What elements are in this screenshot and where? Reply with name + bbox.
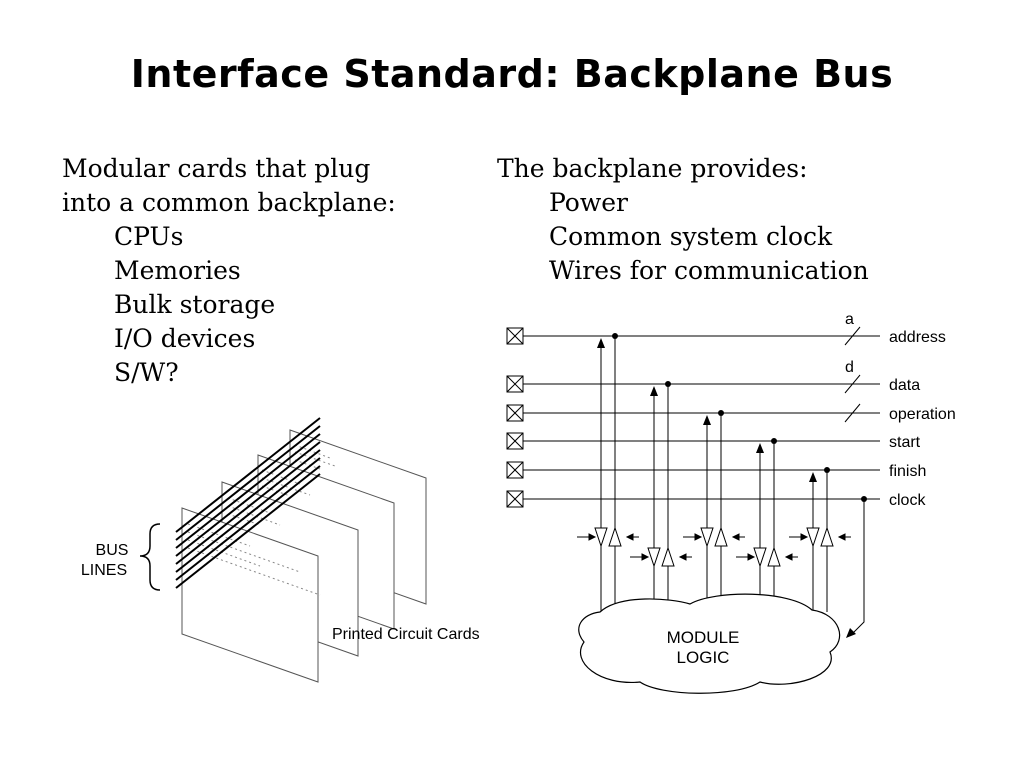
left-item-io-devices: I/O devices [114, 324, 256, 353]
bus-lines-label-1: BUS [96, 542, 129, 559]
width-mark-a: a [845, 311, 854, 328]
signal-label-address: address [889, 329, 946, 346]
left-text-block: Modular cards that plug into a common ba… [62, 152, 396, 390]
driver-pair-5 [789, 526, 851, 548]
module-logic-cloud [578, 593, 841, 694]
terminator-data [506, 375, 524, 393]
terminator-clock [506, 490, 524, 508]
left-intro-line-1: Modular cards that plug [62, 154, 371, 183]
left-item-cpus: CPUs [114, 222, 184, 251]
circuit-card-1 [181, 507, 319, 683]
driver-pair-4 [736, 546, 798, 568]
signal-labels: address data operation start finish cloc… [889, 329, 956, 509]
right-item-power: Power [549, 188, 629, 217]
right-text-block: The backplane provides: Power Common sys… [497, 152, 869, 288]
printed-circuit-cards-label: Printed Circuit Cards [332, 626, 480, 643]
circuit-cards [181, 429, 427, 683]
signal-taps [600, 337, 865, 635]
bus-lines [175, 417, 321, 589]
terminator-operation [506, 404, 524, 422]
bus-lines-label-2: LINES [81, 562, 127, 579]
right-item-wires: Wires for communication [549, 256, 869, 285]
signal-label-clock: clock [889, 492, 926, 509]
tri-state-drivers [577, 526, 851, 568]
left-intro-line-2: into a common backplane: [62, 188, 396, 217]
driver-pair-3 [683, 526, 745, 548]
width-mark-d: d [845, 359, 854, 376]
left-item-memories: Memories [114, 256, 241, 285]
terminator-start [506, 432, 524, 450]
driver-pair-1 [577, 526, 639, 548]
module-logic-label-1: MODULE [667, 628, 740, 647]
signal-label-finish: finish [889, 463, 926, 480]
left-item-software: S/W? [114, 358, 179, 387]
right-intro: The backplane provides: [497, 154, 808, 183]
line-terminators [506, 327, 524, 508]
tap-dots [612, 333, 867, 502]
bus-width-slashes [844, 326, 861, 423]
terminator-address [506, 327, 524, 345]
slide-title: Interface Standard: Backplane Bus [130, 52, 894, 96]
right-item-clock: Common system clock [549, 222, 833, 251]
terminator-finish [506, 461, 524, 479]
driver-pair-2 [630, 546, 692, 568]
tap-arrows [597, 338, 856, 638]
signal-lines [523, 335, 880, 500]
signal-label-start: start [889, 434, 921, 451]
signal-label-operation: operation [889, 406, 956, 423]
module-logic-label-2: LOGIC [677, 648, 730, 667]
left-item-bulk-storage: Bulk storage [114, 290, 276, 319]
bus-lines-brace [139, 523, 161, 591]
card-traces [187, 444, 336, 596]
signal-label-data: data [889, 377, 920, 394]
